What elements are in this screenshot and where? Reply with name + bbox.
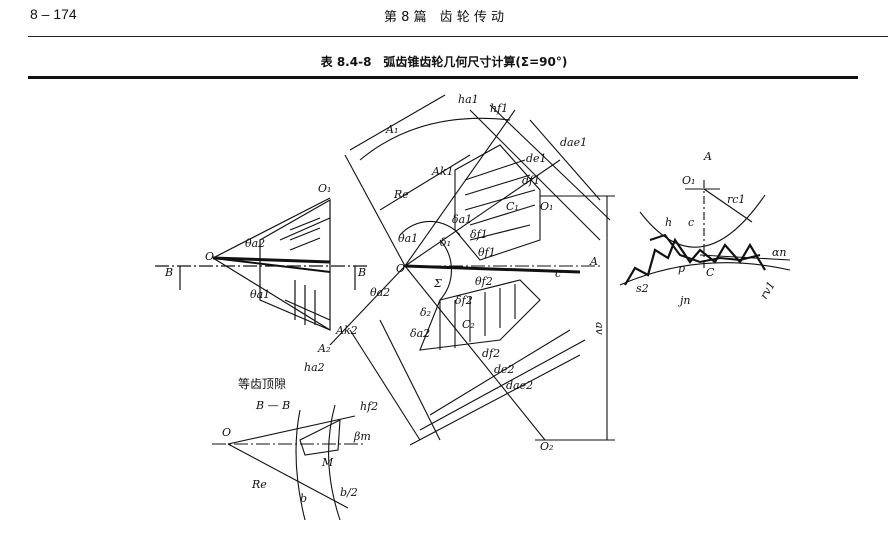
label-b-half: b/2 bbox=[340, 486, 358, 499]
label-delta-a2: δa2 bbox=[410, 327, 430, 340]
label-s2: s2 bbox=[636, 282, 649, 295]
label-O1-main: O₁ bbox=[540, 200, 553, 213]
label-jn: jn bbox=[677, 294, 691, 307]
bb-section-label: B — B bbox=[255, 399, 290, 412]
label-delta-2: δ₂ bbox=[420, 306, 431, 319]
label-O1-detail: O₁ bbox=[682, 174, 695, 187]
label-hf2: hf2 bbox=[360, 400, 378, 413]
detail-a-title: A bbox=[703, 150, 712, 163]
label-delta-f2: δf2 bbox=[455, 294, 473, 307]
label-Ak1: Ak1 bbox=[431, 165, 454, 178]
label-M: M bbox=[321, 456, 334, 469]
bb-caption: 等齿顶隙 bbox=[238, 377, 286, 391]
label-A1: A₁ bbox=[385, 123, 398, 136]
label-de1: de1 bbox=[526, 152, 547, 165]
label-Ak2: Ak2 bbox=[335, 324, 358, 337]
label-O1: O₁ bbox=[318, 182, 331, 195]
label-B-left: B bbox=[164, 266, 173, 279]
label-delta-1: δ₁ bbox=[440, 236, 451, 249]
label-ha1: ha1 bbox=[458, 93, 479, 106]
label-O: O bbox=[205, 250, 214, 263]
header-rule bbox=[28, 36, 888, 37]
main-view-drawing bbox=[329, 94, 615, 446]
label-c: c bbox=[555, 267, 561, 280]
label-c-detail: c bbox=[688, 216, 694, 229]
label-O-main: O bbox=[396, 262, 405, 275]
label-C-detail: C bbox=[706, 266, 715, 279]
label-theta-a2-main: θa2 bbox=[370, 286, 390, 299]
label-theta-a1: θa1 bbox=[250, 288, 270, 301]
table-title: 表 8.4-8 弧齿锥齿轮几何尺寸计算(Σ=90°) bbox=[320, 55, 568, 69]
label-df2: df2 bbox=[482, 347, 500, 360]
label-O2: O₂ bbox=[540, 440, 553, 453]
label-theta-a1-main: θa1 bbox=[398, 232, 418, 245]
chapter-title: 第 8 篇 齿 轮 传 动 bbox=[384, 10, 504, 25]
table-top-rule bbox=[28, 76, 858, 79]
label-p: p bbox=[678, 262, 685, 275]
label-delta-f1: δf1 bbox=[470, 228, 488, 241]
label-rv1: rv1 bbox=[757, 279, 778, 302]
section-view-drawing bbox=[155, 197, 370, 331]
label-dae2: dae2 bbox=[506, 379, 533, 392]
label-alpha-n: αn bbox=[772, 246, 787, 259]
label-h: h bbox=[665, 216, 672, 229]
label-b: b bbox=[300, 492, 307, 505]
label-rc1: rc1 bbox=[727, 193, 745, 206]
label-hf1: hf1 bbox=[490, 102, 508, 115]
label-ha2: ha2 bbox=[304, 361, 325, 374]
label-C1: C₁ bbox=[506, 200, 519, 213]
label-B-right: B bbox=[357, 266, 366, 279]
label-df1: df1 bbox=[522, 174, 540, 187]
label-Re: Re bbox=[393, 188, 409, 201]
label-dae1: dae1 bbox=[560, 136, 587, 149]
label-C2: C₂ bbox=[462, 318, 475, 331]
label-A2: A₂ bbox=[317, 342, 330, 355]
label-beta-m: βm bbox=[353, 430, 371, 443]
label-theta-f2: θf2 bbox=[475, 275, 493, 288]
label-Re-bb: Re bbox=[251, 478, 267, 491]
label-theta-f1: θf1 bbox=[478, 246, 496, 259]
label-O-bb: O bbox=[222, 426, 231, 439]
detail-a-drawing bbox=[619, 180, 791, 286]
label-delta-a1: δa1 bbox=[452, 213, 472, 226]
label-de2: de2 bbox=[494, 363, 515, 376]
page-number: 8 – 174 bbox=[30, 6, 77, 22]
label-av: av bbox=[593, 322, 606, 336]
label-theta-a2: θa2 bbox=[245, 237, 265, 250]
label-A-arrow: A bbox=[589, 255, 598, 268]
bb-view-drawing bbox=[212, 404, 365, 521]
label-sigma: Σ bbox=[433, 277, 442, 290]
